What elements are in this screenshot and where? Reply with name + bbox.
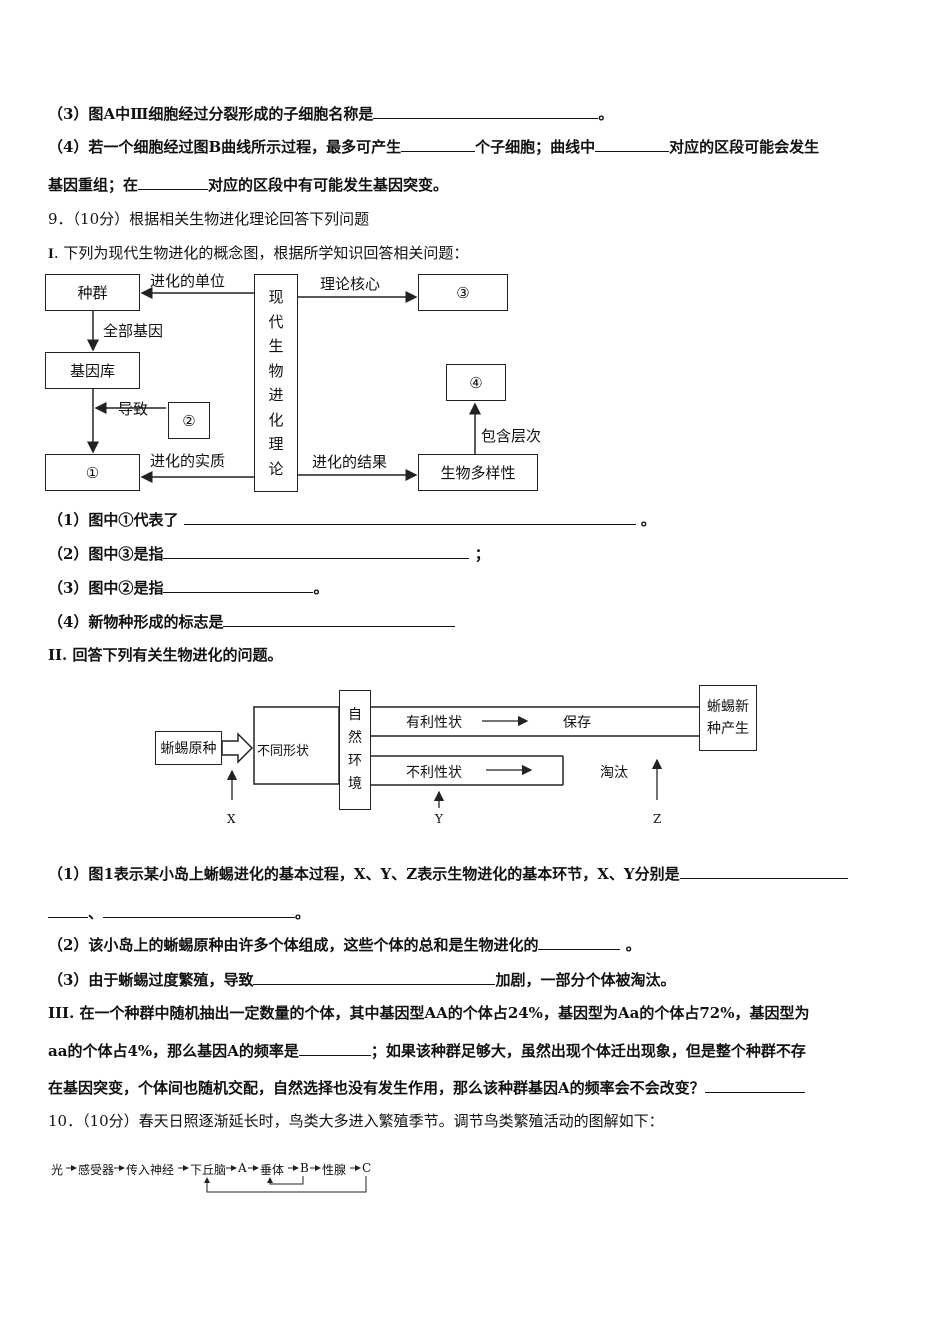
- label-evolution-result: 进化的结果: [312, 453, 388, 471]
- lizard-diagram-lines: [221, 706, 699, 808]
- q9-I-3: （3）图中②是指。: [48, 577, 329, 597]
- q8-item3: （3）图A中Ⅲ细胞经过分裂形成的子细胞名称是。: [48, 103, 614, 123]
- flow-c: C: [362, 1161, 372, 1175]
- new-species-box: 蜥蜴新种产生: [699, 685, 757, 751]
- box-1: ①: [45, 454, 140, 491]
- q9-II-1-line2: 、。: [48, 902, 310, 923]
- answer-blank[interactable]: [103, 902, 296, 918]
- flow-a: A: [238, 1161, 247, 1175]
- biodiversity-box: 生物多样性: [418, 454, 538, 491]
- flow-b: B: [300, 1161, 309, 1175]
- answer-blank[interactable]: [595, 136, 670, 152]
- flow-feedback-lines: [66, 1165, 367, 1193]
- favorable-traits-label: 有利性状: [406, 715, 462, 731]
- answer-blank[interactable]: [253, 969, 496, 985]
- answer-blank[interactable]: [679, 863, 848, 879]
- q9-I-2: （2）图中③是指 ；: [48, 543, 490, 563]
- box-4: ④: [446, 364, 506, 401]
- label-theory-core: 理论核心: [320, 275, 381, 293]
- q9-III-line2: aa的个体占4%，那么基因A的频率是；如果该种群足够大，虽然出现个体迁出现象，但…: [48, 1040, 806, 1060]
- flow-gonad: 性腺: [322, 1163, 347, 1177]
- bird-reproduction-flow: 光 感受器 传入神经 下丘脑 A 垂体 B 性腺 C: [51, 1161, 372, 1193]
- gene-pool-box: 基因库: [45, 352, 140, 389]
- eliminated-label: 淘汰: [600, 765, 628, 781]
- q9-II-3: （3）由于蜥蜴过度繁殖，导致加剧，一部分个体被淘汰。: [48, 969, 676, 989]
- answer-blank[interactable]: [538, 934, 621, 950]
- unfavorable-traits-label: 不利性状: [406, 765, 462, 781]
- answer-blank[interactable]: [163, 543, 470, 559]
- original-species-box: 蜥蜴原种: [155, 731, 222, 765]
- label-lead-to: 导致: [118, 400, 149, 418]
- answer-blank[interactable]: [704, 1077, 805, 1093]
- label-x: X: [227, 812, 236, 826]
- q10-header: 10．（10分）春天日照逐渐延长时，鸟类大多进入繁殖季节。调节鸟类繁殖活动的图解…: [48, 1112, 664, 1130]
- q9-III-line3: 在基因突变，个体间也随机交配，自然选择也没有发生作用，那么该种群基因A的频率会不…: [48, 1077, 805, 1098]
- flow-receptor: 感受器: [78, 1163, 115, 1177]
- answer-blank[interactable]: [48, 902, 88, 918]
- lizard-evolution-diagram: 蜥蜴原种 不同形状 自然环境 有利性状 保存 不利性状 淘汰 蜥蜴新种产生 X …: [155, 685, 757, 826]
- answer-blank[interactable]: [298, 1040, 371, 1056]
- answer-blank[interactable]: [163, 577, 314, 593]
- q9-II-1: （1）图1表示某小岛上蜥蜴进化的基本过程，X、Y、Z表示生物进化的基本环节，X、…: [48, 863, 848, 884]
- label-z: Z: [653, 812, 662, 826]
- box-3: ③: [418, 274, 508, 311]
- q9-part-II-intro: II. 回答下列有关生物进化的问题。: [48, 646, 283, 664]
- box-2: ②: [168, 402, 210, 439]
- answer-blank[interactable]: [401, 136, 476, 152]
- answer-blank[interactable]: [373, 103, 599, 119]
- q9-header: 9．（10分）根据相关生物进化理论回答下列问题: [48, 210, 370, 228]
- answer-blank[interactable]: [138, 174, 209, 190]
- evolution-concept-map: 种群 基因库 ① ② ③ ④ 生物多样性 现代生物进化理论 进化的单位 全部基因…: [0, 0, 950, 500]
- modern-evolution-theory-box: 现代生物进化理论: [254, 274, 298, 492]
- different-traits-label: 不同形状: [257, 744, 310, 759]
- q9-I-1: （1）图中①代表了 。: [48, 509, 656, 529]
- flow-light: 光: [51, 1163, 64, 1177]
- q9-I-4: （4）新物种形成的标志是: [48, 611, 456, 632]
- label-levels: 包含层次: [481, 427, 542, 445]
- flow-pituitary: 垂体: [260, 1163, 285, 1177]
- flow-afferent-nerve: 传入神经: [126, 1163, 175, 1177]
- natural-environment-box: 自然环境: [339, 690, 371, 810]
- population-box: 种群: [45, 274, 140, 311]
- answer-blank[interactable]: [183, 509, 636, 525]
- preserved-label: 保存: [563, 715, 591, 731]
- label-evolution-essence: 进化的实质: [150, 452, 226, 470]
- q8-item4-line2: 基因重组；在对应的区段中有可能发生基因突变。: [48, 174, 449, 194]
- q9-II-2: （2）该小岛上的蜥蜴原种由许多个体组成，这些个体的总和是生物进化的 。: [48, 934, 641, 954]
- label-all-genes: 全部基因: [103, 322, 164, 340]
- label-y: Y: [435, 812, 443, 826]
- answer-blank[interactable]: [223, 611, 456, 627]
- q9-part-I-intro: I. 下列为现代生物进化的概念图，根据所学知识回答相关问题：: [48, 244, 469, 262]
- q9-III-line1: III. 在一个种群中随机抽出一定数量的个体，其中基因型AA的个体占24%，基因…: [48, 1004, 810, 1022]
- label-evolution-unit: 进化的单位: [150, 272, 226, 290]
- concept-map-arrows: [87, 287, 481, 483]
- flow-hypothalamus: 下丘脑: [190, 1163, 227, 1177]
- q8-item4: （4）若一个细胞经过图B曲线所示过程，最多可产生个子细胞；曲线中对应的区段可能会…: [48, 136, 820, 156]
